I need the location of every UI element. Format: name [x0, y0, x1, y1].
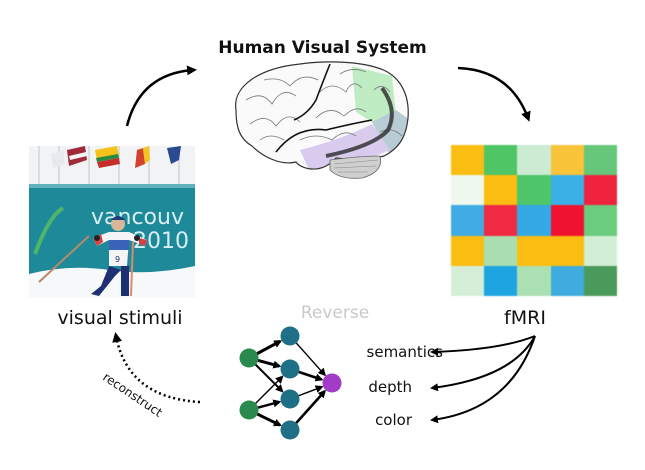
network-edge: [256, 339, 283, 356]
fmri-label: fMRI: [504, 307, 546, 329]
network-hidden-node: [280, 326, 300, 346]
network-hidden-node: [280, 389, 300, 409]
fmri-voxel: [517, 235, 551, 266]
network-hidden-node: [280, 420, 300, 440]
visual-stimuli-label: visual stimuli: [57, 307, 183, 329]
feature-depth: depth: [368, 378, 412, 396]
neural-network: [239, 326, 342, 440]
fmri-voxel: [451, 265, 485, 296]
network-input-node: [239, 400, 259, 420]
skier: 9: [91, 216, 147, 296]
network-hidden-node: [280, 359, 300, 379]
network-input-node: [239, 348, 259, 368]
arrow-stimuli-to-brain: [125, 65, 197, 127]
fmri-voxel: [484, 145, 518, 176]
fmri-voxel: [451, 205, 485, 236]
fmri-voxel: [583, 205, 617, 236]
fmri-voxel: [583, 175, 617, 206]
arrow-reconstruct: [112, 332, 201, 404]
fmri-voxel: [550, 205, 584, 236]
fmri-voxel: [550, 265, 584, 296]
fmri-voxel: [484, 265, 518, 296]
fmri-voxel: [517, 145, 551, 176]
network-edge: [254, 375, 284, 405]
fmri-voxel: [517, 175, 551, 206]
diagram-title: Human Visual System: [218, 38, 427, 58]
fmri-voxel: [550, 235, 584, 266]
feature-semantics: semantics: [366, 343, 443, 361]
fmri-voxel: [550, 145, 584, 176]
reconstruct-label: reconstruct: [100, 370, 165, 420]
network-edge: [254, 363, 284, 393]
fmri-voxel-grid: [451, 145, 617, 296]
fmri-voxel: [484, 175, 518, 206]
fmri-voxel: [517, 205, 551, 236]
fmri-voxel: [484, 205, 518, 236]
arrow-fmri-to-semantics: [430, 335, 536, 356]
network-edge: [295, 342, 327, 377]
fmri-voxel: [517, 265, 551, 296]
network-edge: [298, 370, 324, 382]
network-edge: [295, 389, 327, 425]
network-edge: [257, 358, 282, 369]
feature-color: color: [375, 411, 412, 429]
bib-number: 9: [115, 255, 120, 264]
fmri-voxel: [583, 145, 617, 176]
fmri-voxel: [583, 265, 617, 296]
network-edge: [256, 412, 282, 427]
fmri-voxel: [550, 175, 584, 206]
fmri-voxel: [451, 175, 485, 206]
arrow-fmri-to-color: [430, 335, 536, 424]
network-output-node: [322, 373, 342, 393]
flags: [51, 146, 181, 168]
arrow-fmri-to-depth: [430, 335, 536, 392]
fmri-voxel: [484, 235, 518, 266]
brain-illustration: [235, 61, 409, 179]
visual-stimuli-photo: vancouv 2010 9: [29, 146, 195, 298]
fmri-voxel: [583, 235, 617, 266]
network-edge: [257, 399, 282, 409]
network-edge: [298, 385, 324, 397]
fmri-voxel: [451, 235, 485, 266]
photo-banner-text: vancouv: [91, 205, 184, 230]
reverse-label: Reverse: [300, 303, 370, 323]
fmri-voxel: [451, 145, 485, 176]
arrow-brain-to-fmri: [457, 66, 531, 122]
